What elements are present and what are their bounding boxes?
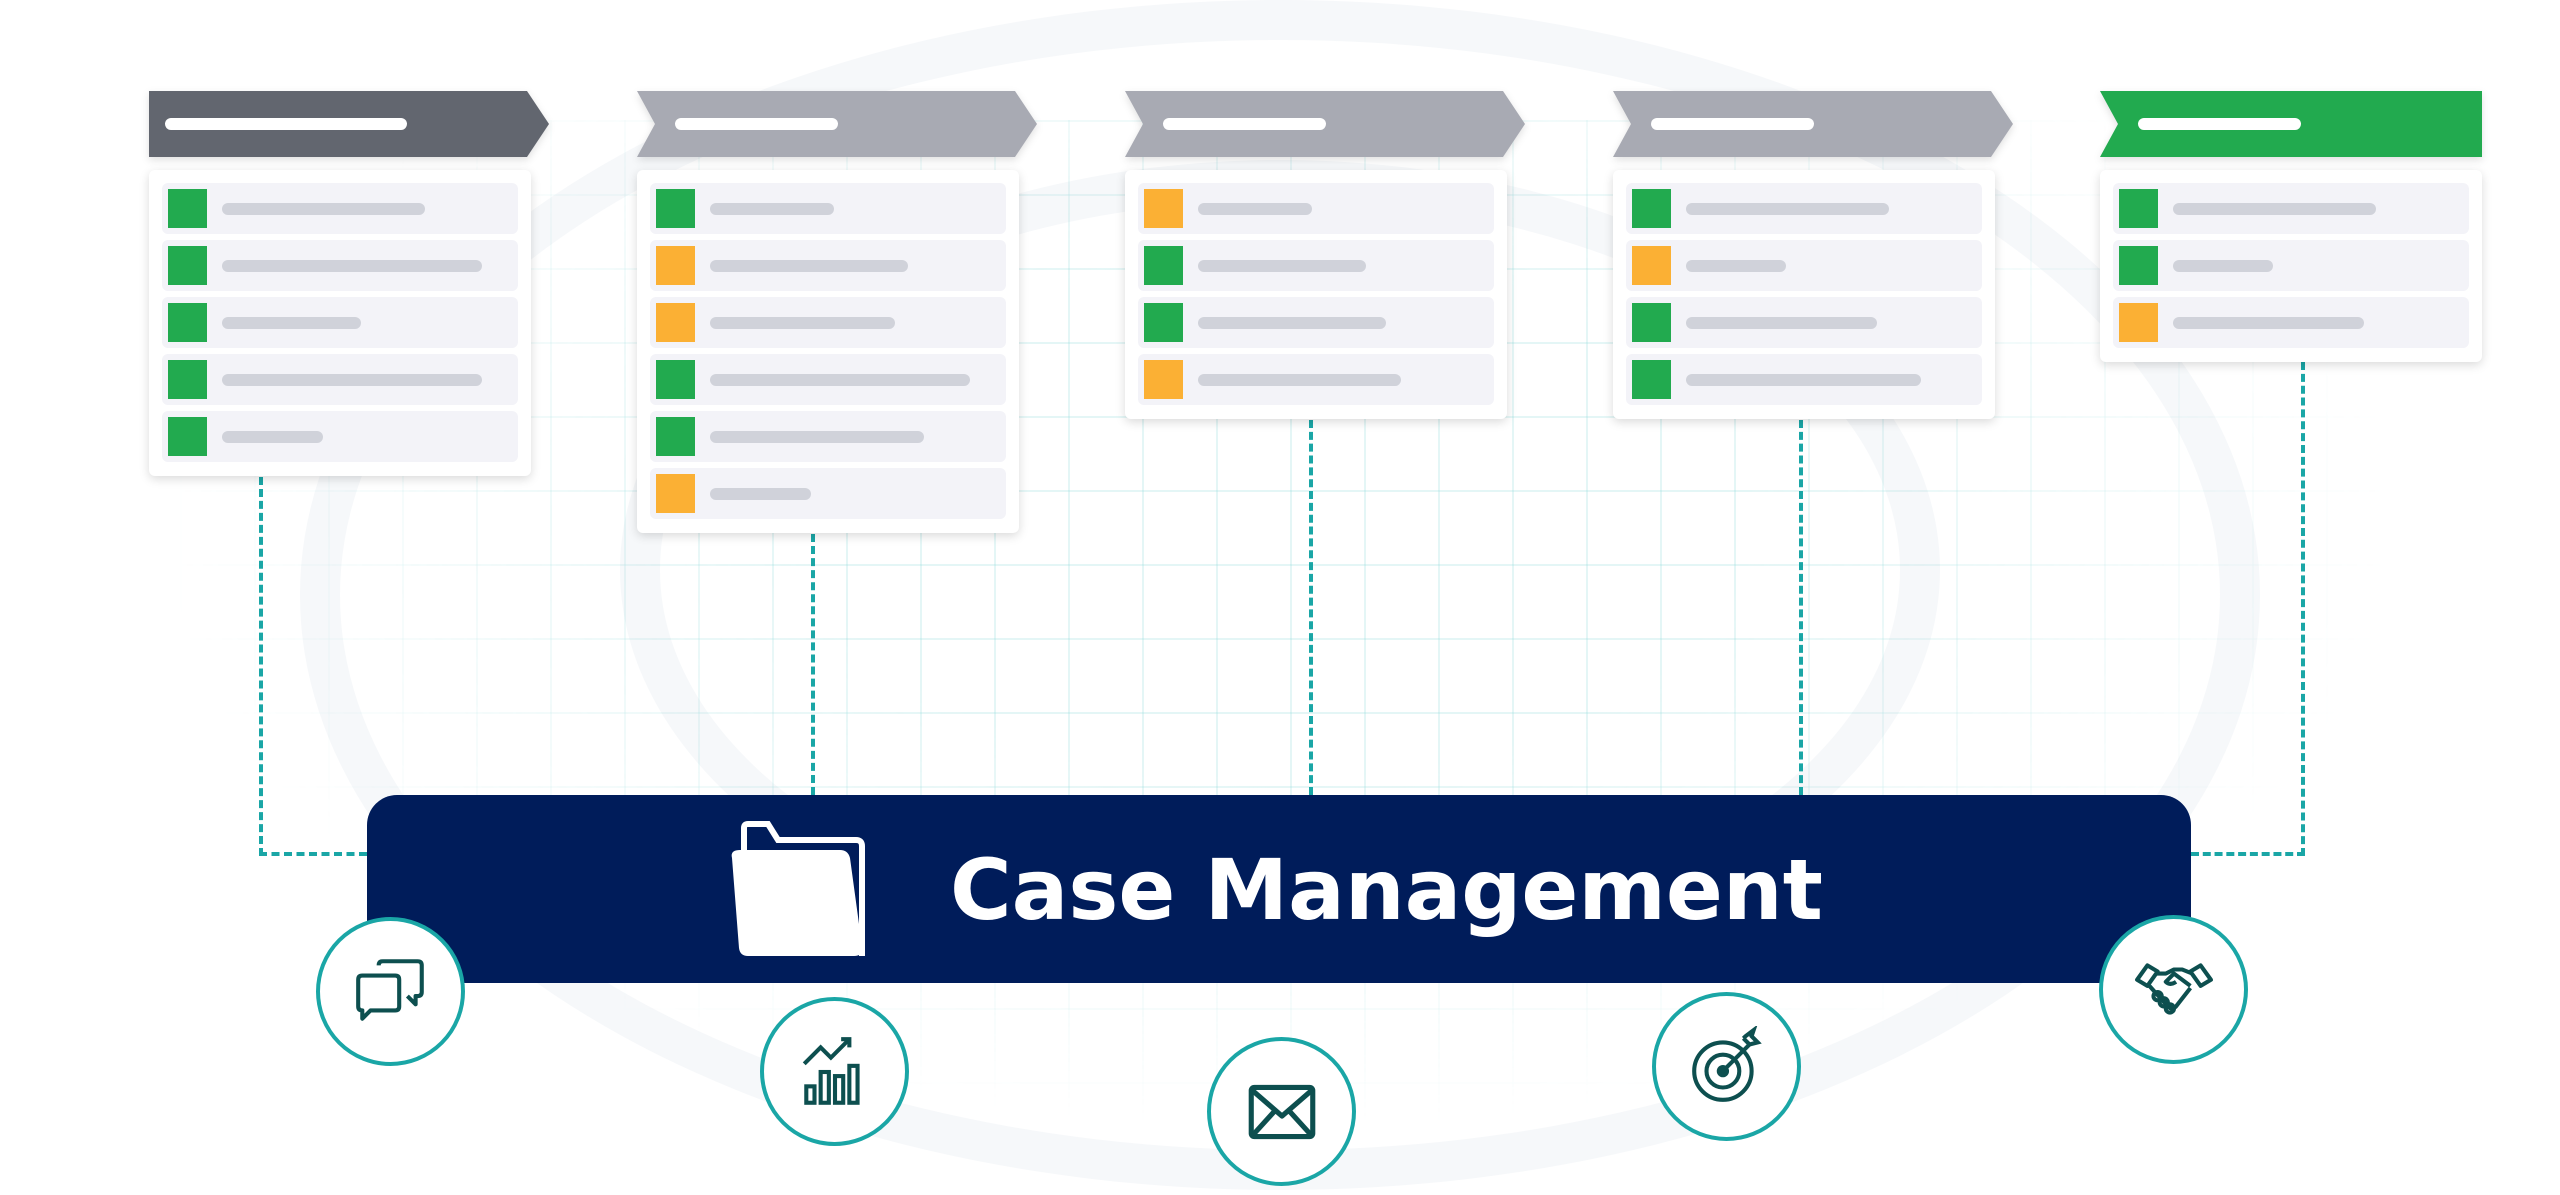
status-orange: [1632, 246, 1671, 285]
task-text-placeholder: [1198, 203, 1312, 215]
handshake-circle: [2099, 915, 2248, 1064]
status-green: [1632, 189, 1671, 228]
status-green: [168, 360, 207, 399]
task-card: [149, 170, 531, 476]
task-row: [1138, 240, 1494, 291]
status-green: [168, 303, 207, 342]
task-row: [1626, 240, 1982, 291]
task-row: [650, 297, 1006, 348]
header-label-placeholder: [1163, 118, 1326, 130]
status-orange: [1144, 360, 1183, 399]
task-text-placeholder: [2173, 260, 2273, 272]
task-row: [162, 297, 518, 348]
email-circle: [1207, 1037, 1356, 1186]
task-text-placeholder: [1686, 260, 1786, 272]
task-row: [1138, 183, 1494, 234]
status-green: [168, 246, 207, 285]
task-text-placeholder: [222, 431, 323, 443]
envelope-icon: [1248, 1084, 1315, 1139]
task-card: [637, 170, 1019, 533]
task-text-placeholder: [2173, 203, 2376, 215]
chat-bubbles-icon: [355, 958, 424, 1021]
task-text-placeholder: [222, 374, 482, 386]
task-text-placeholder: [222, 260, 482, 272]
status-green: [1632, 360, 1671, 399]
task-text-placeholder: [710, 317, 895, 329]
task-row: [162, 183, 518, 234]
connector-line: [259, 477, 263, 856]
task-row: [650, 354, 1006, 405]
status-green: [656, 417, 695, 456]
header-label-placeholder: [1651, 118, 1814, 130]
connector-line: [1799, 420, 1803, 795]
task-row: [162, 240, 518, 291]
task-row: [650, 411, 1006, 462]
chart-circle: [760, 997, 909, 1146]
task-row: [1138, 297, 1494, 348]
status-green: [168, 417, 207, 456]
status-green: [168, 189, 207, 228]
task-text-placeholder: [710, 431, 924, 443]
task-row: [1138, 354, 1494, 405]
connector-line: [259, 852, 367, 856]
task-row: [650, 240, 1006, 291]
task-row: [162, 411, 518, 462]
status-orange: [656, 246, 695, 285]
target-icon: [1691, 1025, 1762, 1102]
banner-title: Case Management: [950, 841, 1823, 939]
connector-line: [2301, 362, 2305, 856]
task-text-placeholder: [222, 317, 361, 329]
status-green: [656, 360, 695, 399]
status-green: [2119, 246, 2158, 285]
folder-icon: [731, 821, 865, 956]
task-text-placeholder: [1686, 374, 1921, 386]
status-orange: [2119, 303, 2158, 342]
status-orange: [656, 303, 695, 342]
task-text-placeholder: [710, 260, 908, 272]
status-green: [656, 189, 695, 228]
task-row: [162, 354, 518, 405]
status-green: [2119, 189, 2158, 228]
task-card: [2100, 170, 2482, 362]
handshake-icon: [2134, 962, 2213, 1015]
header-label-placeholder: [165, 118, 407, 130]
task-text-placeholder: [222, 203, 425, 215]
task-row: [1626, 297, 1982, 348]
task-card: [1613, 170, 1995, 419]
task-row: [2113, 297, 2469, 348]
task-text-placeholder: [1686, 317, 1877, 329]
task-row: [2113, 183, 2469, 234]
task-row: [650, 183, 1006, 234]
status-green: [1632, 303, 1671, 342]
connector-line: [2191, 852, 2305, 856]
task-text-placeholder: [1198, 317, 1386, 329]
task-row: [1626, 354, 1982, 405]
task-text-placeholder: [710, 488, 811, 500]
header-label-placeholder: [675, 118, 838, 130]
status-green: [1144, 246, 1183, 285]
task-text-placeholder: [710, 374, 970, 386]
chat-circle: [316, 917, 465, 1066]
case-management-banner: [367, 795, 2191, 983]
growth-chart-icon: [802, 1036, 860, 1105]
connector-line: [1309, 420, 1313, 795]
target-circle: [1652, 992, 1801, 1141]
task-row: [1626, 183, 1982, 234]
status-green: [1144, 303, 1183, 342]
task-text-placeholder: [1686, 203, 1889, 215]
task-row: [650, 468, 1006, 519]
header-label-placeholder: [2138, 118, 2301, 130]
task-text-placeholder: [710, 203, 834, 215]
status-orange: [656, 474, 695, 513]
task-text-placeholder: [2173, 317, 2364, 329]
task-card: [1125, 170, 1507, 419]
task-text-placeholder: [1198, 260, 1366, 272]
task-row: [2113, 240, 2469, 291]
connector-line: [811, 534, 815, 795]
task-text-placeholder: [1198, 374, 1401, 386]
status-orange: [1144, 189, 1183, 228]
